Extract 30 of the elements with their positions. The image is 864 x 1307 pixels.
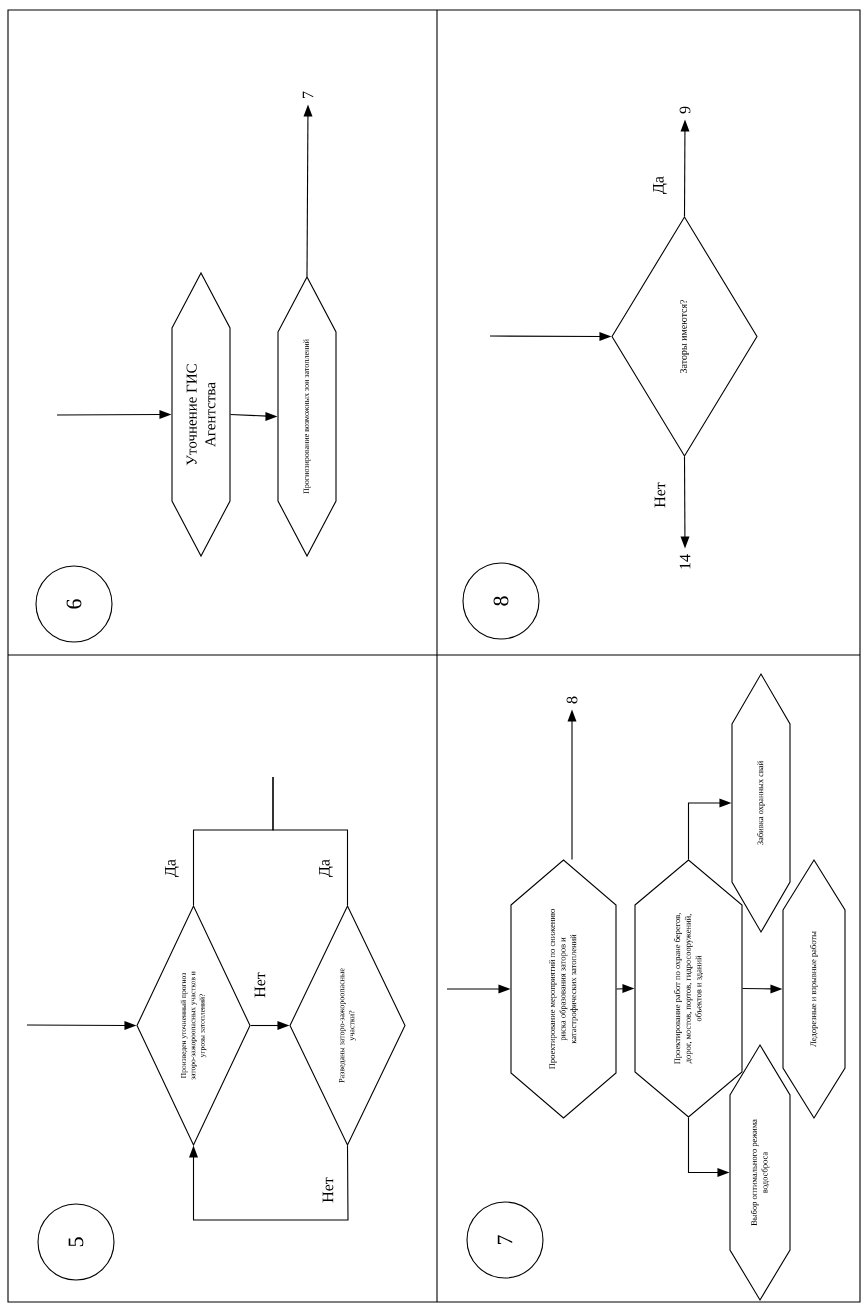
arrow (687, 1117, 730, 1177)
process-box: Прогнозирование возможных зон затоплений (277, 275, 337, 558)
arrow (680, 456, 690, 549)
process-box: Проектирование работ по охране берегов, дорог, мостов, портов, гидросооружений, объектов и зданий (634, 859, 743, 1118)
arrow (230, 412, 278, 421)
arrow (616, 984, 635, 993)
process-box: Ледорезные и взрывные работы (782, 858, 846, 1120)
arrow (26, 1021, 137, 1030)
arrow (742, 984, 783, 994)
arrow (489, 332, 612, 341)
arrow (56, 410, 172, 419)
arrow (687, 798, 732, 860)
reference-number: 9 (679, 106, 691, 114)
arrow (446, 984, 511, 994)
process-box: Проектирование мероприятий по снижению риска образования заторов и катастрофических затоплений (510, 859, 617, 1119)
edge-label: Да (164, 858, 180, 878)
arrow (567, 709, 577, 860)
arrow (250, 1021, 290, 1030)
edge-label: Да (652, 175, 668, 195)
edge-label: Да (318, 858, 334, 878)
process-box: Забивка охранных свай (731, 672, 791, 934)
arrow (680, 119, 690, 217)
reference-number: 14 (679, 554, 691, 569)
process-box: Уточнение ГИС Агентства (171, 271, 231, 558)
connector-line (272, 776, 349, 906)
process-box: Выбор оптимального режима водосброса (729, 1043, 791, 1302)
arrow (303, 104, 313, 277)
reference-number: 8 (566, 696, 578, 704)
arrow (189, 1145, 349, 1221)
reference-number: 7 (302, 91, 314, 98)
